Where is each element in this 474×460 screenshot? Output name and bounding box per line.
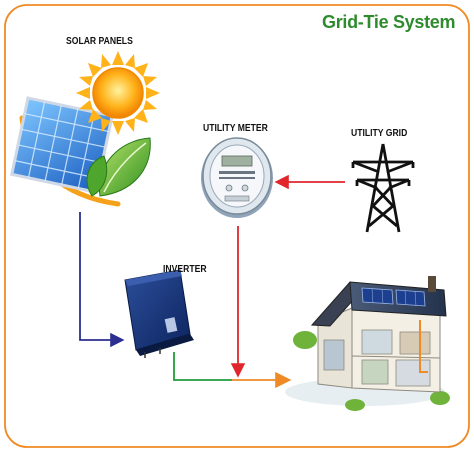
transmission-tower-icon	[351, 143, 415, 233]
page-title: Grid-Tie System	[322, 12, 456, 32]
solar-panels-label: SOLAR PANELS	[66, 35, 133, 47]
inverter-icon	[124, 269, 194, 358]
solar-panel-group	[10, 51, 160, 207]
house-icon	[285, 276, 450, 411]
leaf-icon	[86, 137, 151, 197]
sun-icon	[76, 51, 160, 135]
solar-panel-icon	[10, 96, 114, 194]
inverter-to-house-arrow	[173, 352, 232, 381]
utility-meter-icon	[201, 137, 273, 218]
utility-meter-label: UTILITY METER	[203, 122, 268, 134]
utility-grid-label: UTILITY GRID	[351, 127, 408, 139]
panel-to-inverter-arrow	[79, 212, 125, 348]
inverter-label: INVERTER	[163, 263, 207, 275]
